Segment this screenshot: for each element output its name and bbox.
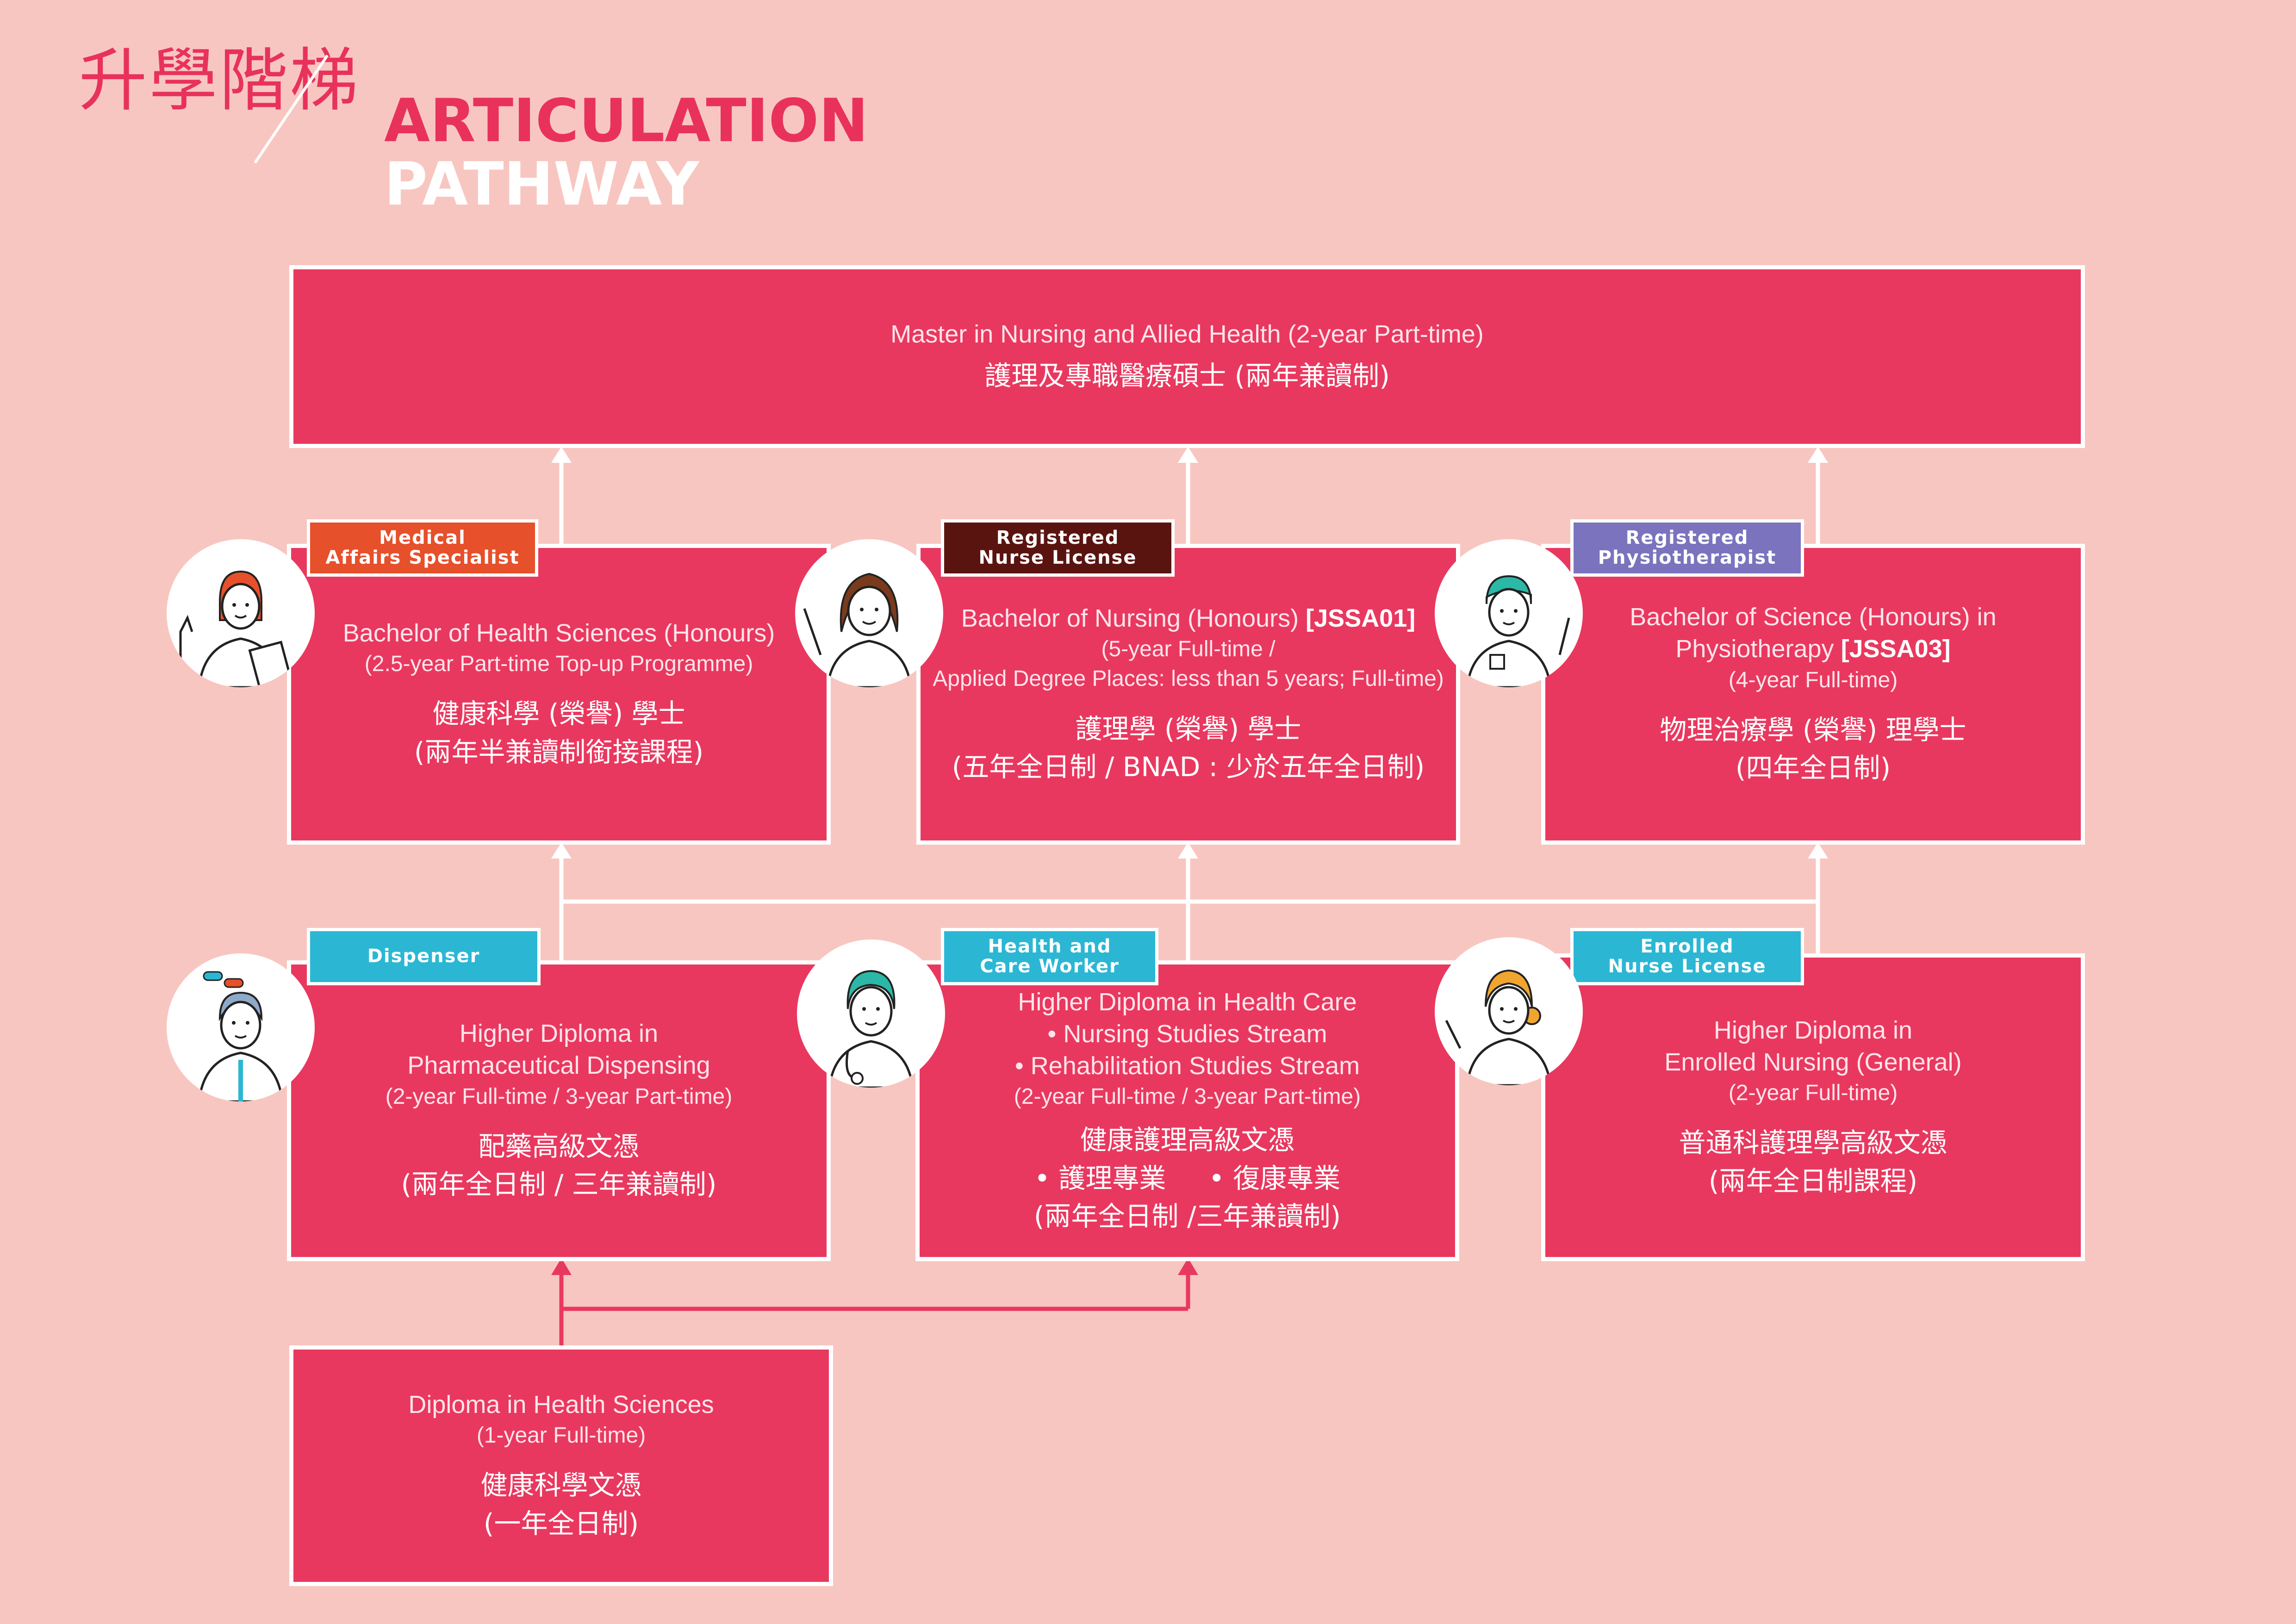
programme-title-en: Bachelor of Health Sciences (Honours) [342, 619, 775, 647]
programme-title-zh: 健康科學 (榮譽) 學士 [432, 698, 685, 730]
career-tag-line: Dispenser [367, 946, 480, 967]
career-tag-line: Enrolled [1640, 935, 1734, 957]
programme-mode-en: (2.5-year Part-time Top-up Programme) [364, 652, 753, 677]
programme-mode-en: (4-year Full-time) [1728, 667, 1898, 692]
bachelor-nursing-box[interactable]: Bachelor of Nursing (Honours) [JSSA01] (… [916, 544, 1460, 845]
bachelor-physiotherapy-box[interactable]: Bachelor of Science (Honours) in Physiot… [1541, 544, 2085, 845]
career-tag-medical-affairs-specialist: Medical Affairs Specialist [307, 519, 538, 577]
programme-title-zh: 普通科護理學高級文憑 [1679, 1127, 1948, 1159]
programme-title-zh: 護理學 (榮譽) 學士 [1075, 713, 1301, 745]
career-tag-health-and-care-worker: Health and Care Worker [941, 928, 1158, 985]
master-title-en: Master in Nursing and Allied Health (2-y… [890, 320, 1484, 348]
programme-title-en: Bachelor of Science (Honours) in [1630, 603, 1997, 631]
programme-title-en: Enrolled Nursing (General) [1664, 1048, 1962, 1076]
programme-title-en: Bachelor of Nursing (Honours) [961, 604, 1299, 632]
programme-mode-zh: (四年全日制) [1735, 752, 1891, 784]
programme-mode-zh: (一年全日制) [483, 1507, 639, 1539]
career-tag-line: Registered [1625, 527, 1749, 548]
programme-title-zh: 物理治療學 (榮譽) 理學士 [1660, 714, 1966, 746]
nurse-icon [795, 539, 943, 687]
master-title-zh: 護理及專職醫療碩士 (兩年兼讀制) [984, 360, 1390, 392]
programme-stream-zh: • 護理專業 • 復康專業 [1034, 1162, 1341, 1194]
career-tag-enrolled-nurse-license: Enrolled Nurse License [1570, 928, 1804, 985]
programme-stream-en: • Rehabilitation Studies Stream [1014, 1052, 1360, 1080]
page-title-chinese: 升學階梯 [79, 41, 360, 120]
page-title-line1: ARTICULATION [384, 87, 869, 156]
career-tag-line: Affairs Specialist [325, 547, 520, 568]
jupas-code: [JSSA01] [1306, 604, 1416, 632]
career-tag-line: Nurse License [1608, 956, 1767, 977]
programme-title-zh: 健康護理高級文憑 [1080, 1124, 1295, 1156]
diploma-health-sciences-box[interactable]: Diploma in Health Sciences (1-year Full-… [289, 1345, 833, 1586]
programme-mode-en: (2-year Full-time / 3-year Part-time) [1014, 1084, 1361, 1109]
career-tag-registered-physiotherapist: Registered Physiotherapist [1570, 519, 1804, 577]
higher-diploma-pharmaceutical-box[interactable]: Higher Diploma in Pharmaceutical Dispens… [287, 960, 831, 1261]
programme-title-en: Higher Diploma in [1713, 1016, 1913, 1044]
career-tag-dispenser: Dispenser [307, 928, 541, 985]
programme-title-en: Physiotherapy [1675, 635, 1834, 663]
master-programme-box[interactable]: Master in Nursing and Allied Health (2-y… [289, 265, 2085, 448]
career-tag-line: Registered [996, 527, 1120, 548]
career-tag-registered-nurse-license: Registered Nurse License [941, 519, 1175, 577]
physiotherapist-icon [1435, 539, 1583, 687]
jupas-code: [JSSA03] [1841, 635, 1951, 663]
programme-mode-zh: (兩年全日制 /三年兼讀制) [1033, 1201, 1341, 1232]
dispenser-icon [167, 953, 315, 1101]
programme-title-zh: 健康科學文憑 [480, 1469, 642, 1501]
programme-mode-zh: (兩年全日制課程) [1708, 1165, 1918, 1197]
career-tag-line: Nurse License [978, 547, 1137, 568]
programme-mode-en: (2-year Full-time / 3-year Part-time) [385, 1084, 733, 1109]
career-tag-line: Care Worker [980, 956, 1120, 977]
programme-mode-en: Applied Degree Places: less than 5 years… [933, 666, 1444, 691]
programme-title-zh: 配藥高級文憑 [478, 1130, 640, 1162]
programme-title-en: Pharmaceutical Dispensing [407, 1052, 710, 1080]
career-tag-line: Physiotherapist [1598, 547, 1777, 568]
programme-title-en: Higher Diploma in [459, 1020, 659, 1048]
programme-mode-zh: (五年全日制 / BNAD : 少於五年全日制) [952, 751, 1425, 783]
bachelor-health-sciences-box[interactable]: Bachelor of Health Sciences (Honours) (2… [287, 544, 831, 845]
programme-mode-zh: (兩年全日制 / 三年兼讀制) [401, 1169, 717, 1201]
page-title-line2: PATHWAY [384, 150, 699, 219]
care-worker-icon [797, 940, 945, 1088]
programme-mode-zh: (兩年半兼讀制銜接課程) [414, 736, 704, 768]
career-tag-line: Medical [379, 527, 466, 548]
doctor-with-clipboard-icon [167, 539, 315, 687]
higher-diploma-health-care-box[interactable]: Higher Diploma in Health Care • Nursing … [915, 960, 1459, 1261]
programme-mode-en: (5-year Full-time / [1101, 636, 1276, 661]
enrolled-nurse-icon [1435, 937, 1583, 1085]
career-tag-line: Health and [988, 935, 1112, 957]
programme-mode-en: (1-year Full-time) [476, 1423, 646, 1448]
programme-title-en: Diploma in Health Sciences [408, 1390, 714, 1419]
programme-mode-en: (2-year Full-time) [1728, 1081, 1898, 1106]
programme-title-en: Higher Diploma in Health Care [1018, 988, 1357, 1016]
programme-stream-en: • Nursing Studies Stream [1047, 1020, 1327, 1048]
higher-diploma-enrolled-nursing-box[interactable]: Higher Diploma in Enrolled Nursing (Gene… [1541, 953, 2085, 1261]
